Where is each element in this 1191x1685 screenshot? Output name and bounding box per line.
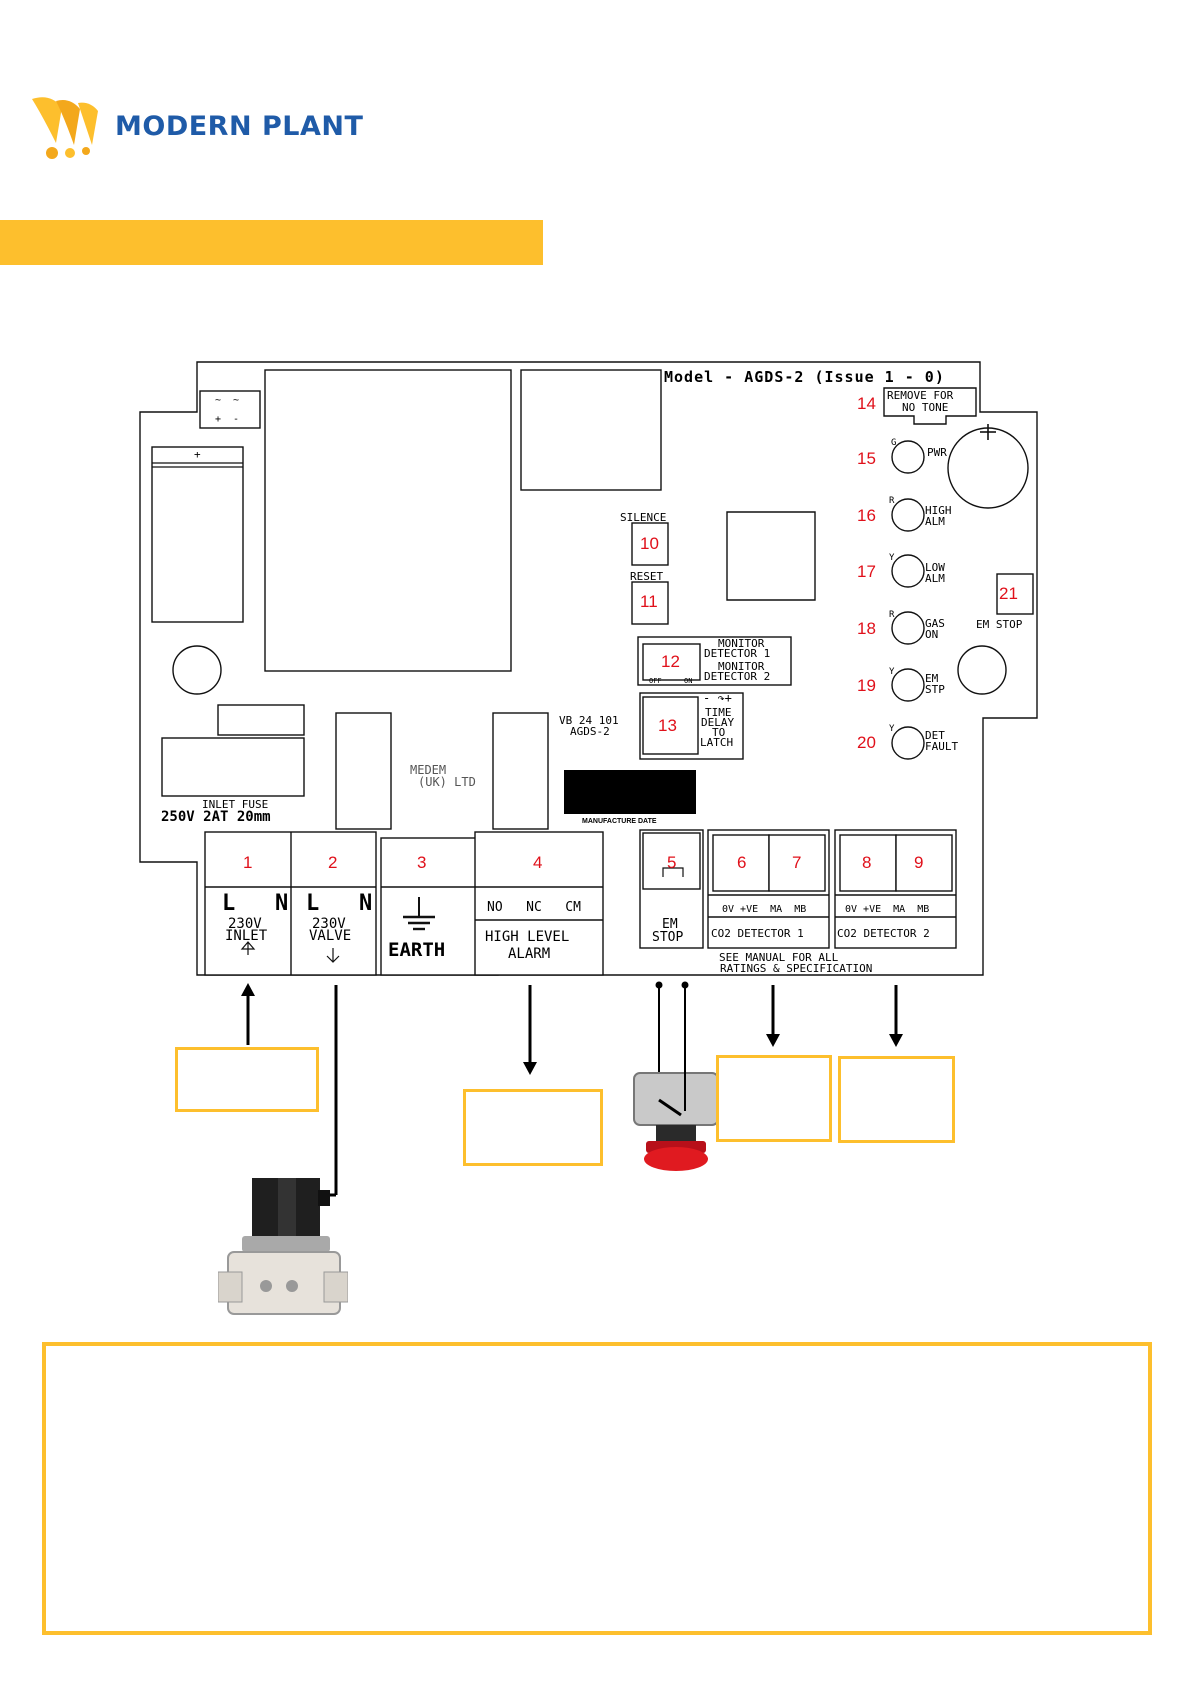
- delay-line2: DELAY: [701, 716, 735, 729]
- terminal-2-ln: L N: [306, 891, 373, 916]
- detector-1-pins: 0V +VE MA MB: [722, 904, 807, 915]
- maker-line1: MEDEM: [410, 763, 447, 777]
- led-19-color: Y: [889, 667, 895, 677]
- manual-note-2: RATINGS & SPECIFICATION: [720, 962, 873, 975]
- led-16-line1: HIGH: [925, 504, 952, 517]
- num-10: 10: [640, 534, 659, 553]
- num-11: 11: [640, 592, 658, 611]
- detector1-callout-box: [716, 1055, 832, 1142]
- detector2-callout-box: [838, 1056, 955, 1143]
- num-17: 17: [857, 562, 876, 581]
- terminal-1-line2: INLET: [225, 928, 268, 944]
- manufacture-date-label: MANUFACTURE DATE: [582, 818, 657, 825]
- terminal-1-line1: 230V: [228, 916, 262, 932]
- led-19-line1: EM: [925, 672, 939, 685]
- led-16-color: R: [889, 496, 895, 506]
- terminal-num-6: 6: [737, 853, 747, 872]
- bridge-pm: + -: [215, 414, 240, 425]
- led-18-line1: GAS: [925, 617, 945, 630]
- dip-on: ON: [684, 677, 693, 685]
- num-19: 19: [857, 676, 876, 695]
- monitor-line4: DETECTOR 2: [704, 670, 771, 683]
- alarm-callout-box: [463, 1089, 603, 1166]
- detector-2-pins: 0V +VE MA MB: [845, 904, 930, 915]
- terminal-5-line2: STOP: [652, 930, 684, 945]
- monitor-line2: DETECTOR 1: [704, 647, 771, 660]
- terminal-num-2: 2: [328, 853, 338, 872]
- part-line1: VB 24 101: [559, 714, 619, 727]
- terminal-4-line2: ALARM: [508, 946, 551, 962]
- logo: MODERN PLANT: [30, 95, 370, 160]
- terminal-2-line2: VALVE: [309, 928, 352, 944]
- num-13: 13: [658, 716, 677, 735]
- led-15-label: PWR: [927, 446, 947, 459]
- emergency-stop-button-icon: [633, 1065, 719, 1171]
- led-20-line1: DET: [925, 729, 945, 742]
- detector-1-label: CO2 DETECTOR 1: [711, 927, 804, 940]
- pot-arrow-icon: - ↷+: [703, 691, 732, 705]
- num-12: 12: [661, 652, 680, 671]
- terminal-4-line1: HIGH LEVEL: [485, 929, 570, 945]
- led-16-line2: ALM: [925, 515, 945, 528]
- led-18-line2: ON: [925, 628, 939, 641]
- delay-line4: LATCH: [700, 736, 734, 749]
- terminal-3-earth: EARTH: [388, 939, 446, 961]
- terminal-num-3: 3: [417, 853, 427, 872]
- terminal-num-8: 8: [862, 853, 872, 872]
- num-18: 18: [857, 619, 876, 638]
- title-band: [0, 220, 543, 265]
- num-14: 14: [857, 394, 876, 413]
- led-17-line2: ALM: [925, 572, 945, 585]
- terminal-5-line1: EM: [662, 917, 678, 932]
- num-16: 16: [857, 506, 876, 525]
- bridge-plus-minus: ~ ~: [215, 395, 240, 406]
- brand-name: MODERN PLANT: [115, 111, 364, 142]
- terminal-num-5: 5: [667, 853, 677, 872]
- terminal-4-contacts: NO NC CM: [487, 900, 581, 915]
- num-15: 15: [857, 449, 876, 468]
- led-20-line2: FAULT: [925, 740, 959, 753]
- silence-label: SILENCE: [620, 511, 667, 524]
- terminal-1-ln: L N: [222, 891, 289, 916]
- solenoid-valve-icon: [218, 1178, 348, 1315]
- notes-box: [42, 1342, 1152, 1635]
- dip-off: OFF: [649, 677, 662, 685]
- terminal-num-1: 1: [243, 853, 253, 872]
- inlet-callout-box: [175, 1047, 319, 1112]
- led-20-color: Y: [889, 724, 895, 734]
- detector-2-label: CO2 DETECTOR 2: [837, 927, 930, 940]
- em-stop-21-label: EM STOP: [976, 618, 1023, 631]
- led-15-color: G: [891, 438, 897, 448]
- led-17-color: Y: [889, 553, 895, 563]
- delay-line1: TIME: [705, 706, 732, 719]
- led-17-line1: LOW: [925, 561, 945, 574]
- num-21: 21: [999, 584, 1018, 603]
- monitor-line3: MONITOR: [718, 660, 765, 673]
- tone-line1: REMOVE FOR: [887, 389, 954, 402]
- led-19-line2: STP: [925, 683, 945, 696]
- maker-line2: (UK) LTD: [418, 775, 476, 789]
- terminal-num-4: 4: [533, 853, 543, 872]
- manual-note-1: SEE MANUAL FOR ALL: [719, 951, 839, 964]
- logo-mark-icon: [32, 97, 98, 159]
- model-label: Model - AGDS-2 (Issue 1 - 0): [664, 368, 945, 386]
- tone-line2: NO TONE: [902, 401, 949, 414]
- num-20: 20: [857, 733, 876, 752]
- fuse-label: INLET FUSE: [202, 798, 269, 811]
- monitor-line1: MONITOR: [718, 637, 765, 650]
- led-18-color: R: [889, 610, 895, 620]
- fuse-rating: 250V 2AT 20mm: [161, 809, 271, 825]
- reset-label: RESET: [630, 570, 664, 583]
- cap-plus: +: [194, 448, 201, 461]
- delay-line3: TO: [712, 726, 726, 739]
- terminal-2-line1: 230V: [312, 916, 346, 932]
- terminal-num-7: 7: [792, 853, 802, 872]
- part-line2: AGDS-2: [570, 725, 610, 738]
- terminal-num-9: 9: [914, 853, 924, 872]
